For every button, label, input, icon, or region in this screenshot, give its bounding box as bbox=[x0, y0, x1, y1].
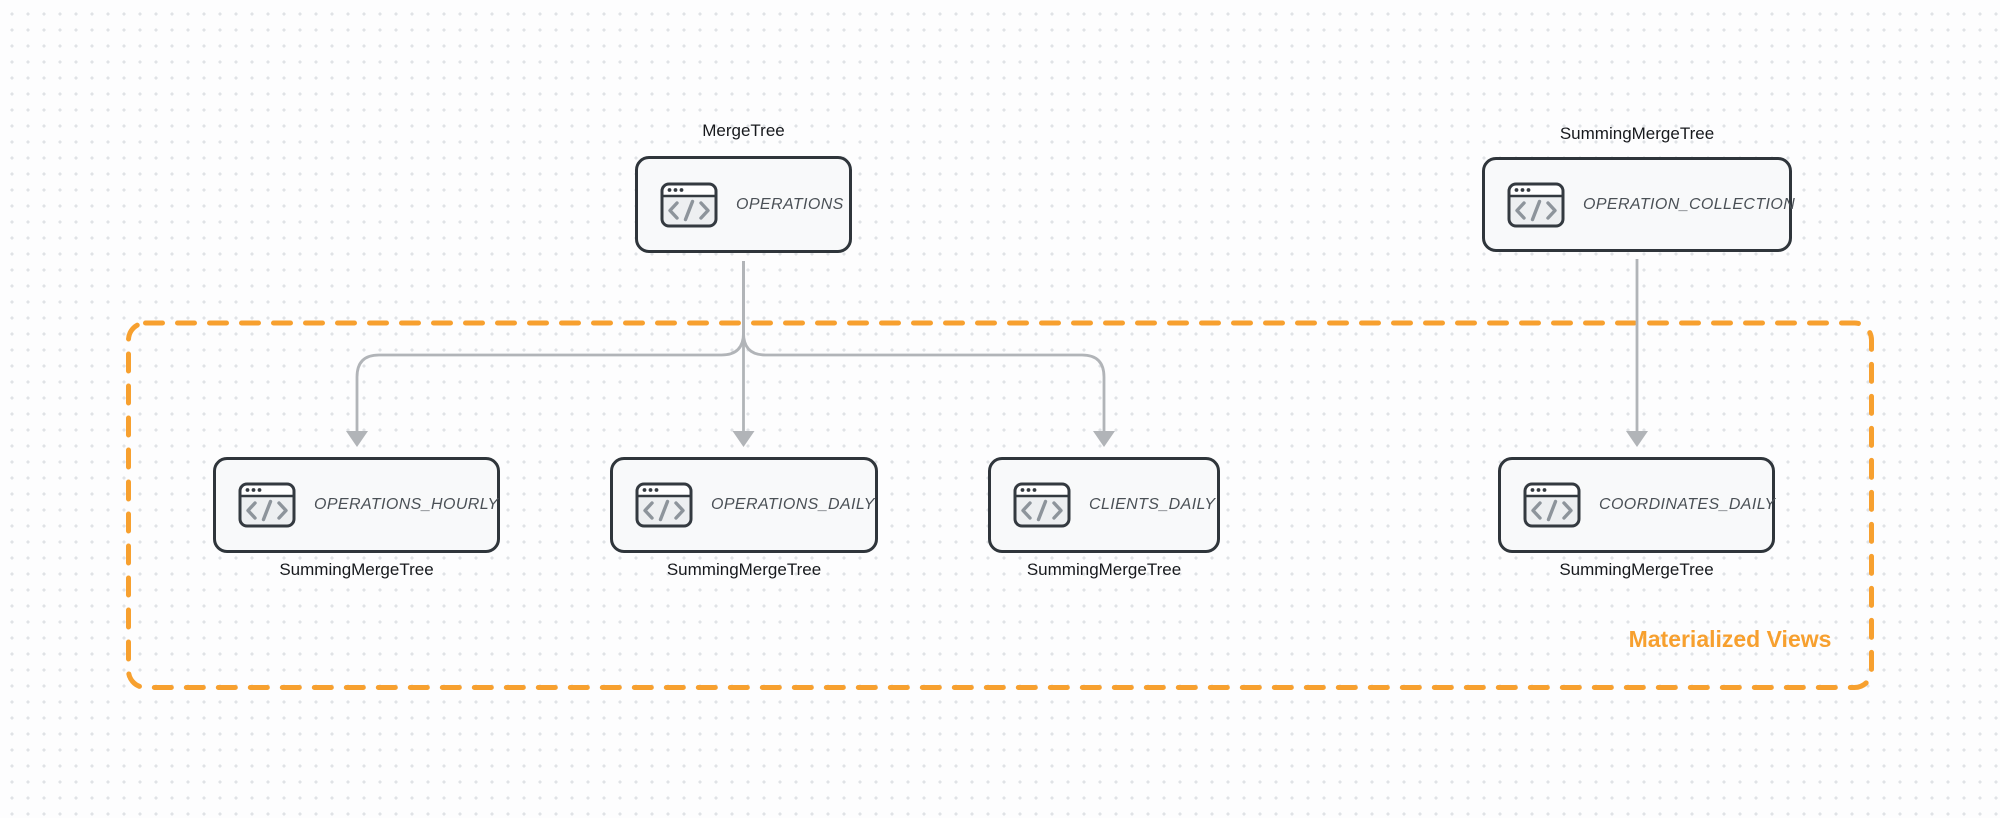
engine-label: SummingMergeTree bbox=[1026, 560, 1182, 579]
node-operations-hourly[interactable]: OPERATIONS_HOURLY bbox=[213, 457, 500, 553]
code-window-icon bbox=[635, 482, 693, 528]
node-clients-daily[interactable]: CLIENTS_DAILY bbox=[988, 457, 1220, 553]
table-name: OPERATIONS bbox=[736, 195, 844, 213]
arrowhead-icon bbox=[732, 431, 755, 447]
engine-label: MergeTree bbox=[702, 121, 785, 140]
table-name: CLIENTS_DAILY bbox=[1089, 496, 1216, 513]
engine-label: SummingMergeTree bbox=[279, 560, 434, 579]
engine-label: SummingMergeTree bbox=[1559, 124, 1715, 143]
node-operation-collection[interactable]: OPERATION_COLLECTION bbox=[1482, 157, 1796, 252]
table-name: COORDINATES_DAILY bbox=[1599, 496, 1776, 513]
arrowhead-icon bbox=[346, 431, 368, 447]
engine-label: SummingMergeTree bbox=[666, 560, 822, 579]
node-operations[interactable]: OPERATIONS bbox=[635, 156, 852, 253]
edge-operations-to-operations-hourly bbox=[355, 261, 745, 432]
table-name: OPERATIONS_DAILY bbox=[711, 496, 875, 513]
code-window-icon bbox=[1507, 182, 1565, 227]
code-window-icon bbox=[1013, 482, 1071, 528]
code-window-icon bbox=[1523, 482, 1581, 528]
table-name: OPERATION_COLLECTION bbox=[1583, 195, 1796, 213]
materialized-views-label: Materialized Views bbox=[1628, 626, 1832, 652]
arrowhead-icon bbox=[1093, 431, 1115, 447]
node-coordinates-daily[interactable]: COORDINATES_DAILY bbox=[1498, 457, 1775, 553]
edge-operations-to-clients-daily bbox=[742, 261, 1106, 432]
table-name: OPERATIONS_HOURLY bbox=[314, 496, 499, 513]
arrowhead-icon bbox=[1626, 431, 1648, 447]
engine-label: SummingMergeTree bbox=[1559, 560, 1714, 579]
code-window-icon bbox=[238, 482, 296, 528]
code-window-icon bbox=[660, 182, 718, 227]
materialized-views-group-border bbox=[126, 320, 1874, 690]
node-operations-daily[interactable]: OPERATIONS_DAILY bbox=[610, 457, 878, 553]
